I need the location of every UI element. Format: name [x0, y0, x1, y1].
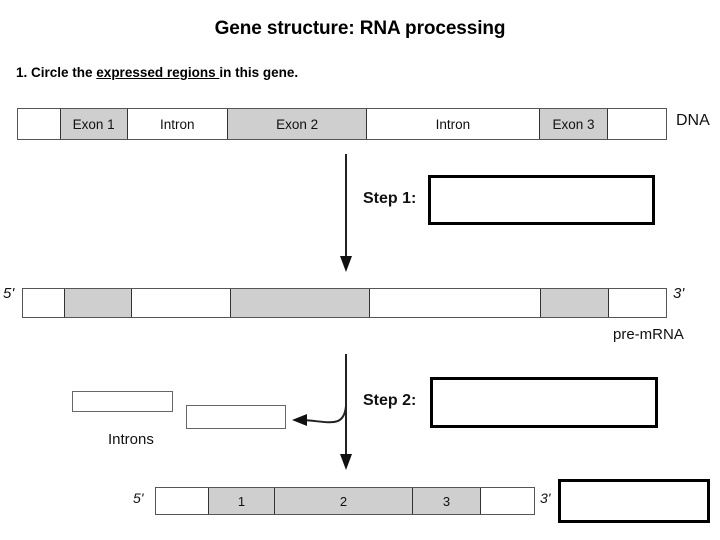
premrna-diagram-bar	[22, 288, 667, 318]
premrna-segment-intron-1[interactable]	[131, 289, 232, 317]
premrna-segment-exon-2[interactable]	[231, 289, 370, 317]
question-suffix: in this gene.	[219, 65, 299, 80]
dna-segment-intron-1[interactable]: Intron	[127, 109, 228, 139]
premrna-segment-utr-right[interactable]	[608, 289, 666, 317]
dna-segment-exon-2[interactable]: Exon 2	[227, 109, 368, 139]
premrna-three-prime-label: 3'	[673, 285, 685, 302]
mrna-three-prime-label: 3'	[540, 490, 551, 506]
premrna-segment-exon-3[interactable]	[540, 289, 609, 317]
mrna-segment-exon-3[interactable]: 3	[413, 488, 482, 514]
page-title: Gene structure: RNA processing	[214, 18, 506, 39]
premrna-segment-utr-left[interactable]	[23, 289, 66, 317]
dna-diagram-bar: Exon 1 Intron Exon 2 Intron Exon 3	[17, 108, 667, 140]
mrna-five-prime-label: 5'	[133, 490, 144, 506]
step-2-label: Step 2:	[363, 392, 417, 409]
mrna-segment-exon-1[interactable]: 1	[208, 488, 276, 514]
introns-label: Introns	[108, 431, 154, 448]
step-1-answer-box[interactable]	[428, 175, 655, 225]
mrna-segment-utr-right[interactable]	[481, 488, 534, 514]
premrna-bar-label: pre-mRNA	[613, 326, 684, 343]
mrna-segment-utr-left[interactable]	[156, 488, 209, 514]
dna-segment-exon-3[interactable]: Exon 3	[539, 109, 609, 139]
intron-box-1[interactable]	[72, 391, 173, 412]
dna-segment-intron-2[interactable]: Intron	[367, 109, 540, 139]
step-1-label: Step 1:	[363, 190, 417, 207]
dna-segment-utr-right[interactable]	[608, 109, 666, 139]
mrna-answer-box[interactable]	[558, 479, 710, 523]
intron-box-2[interactable]	[186, 405, 286, 429]
transcription-arrow-down	[340, 154, 352, 272]
premrna-segment-exon-1[interactable]	[65, 289, 132, 317]
dna-bar-label: DNA	[676, 112, 710, 129]
mrna-diagram-bar: 1 2 3	[155, 487, 535, 515]
mrna-segment-exon-2[interactable]: 2	[275, 488, 414, 514]
question-prompt: 1. Circle the expressed regions in this …	[16, 65, 298, 80]
question-prefix: 1. Circle the	[16, 65, 97, 80]
dna-segment-utr-left[interactable]	[18, 109, 61, 139]
step-2-answer-box[interactable]	[430, 377, 658, 428]
premrna-five-prime-label: 5'	[3, 285, 15, 302]
dna-segment-exon-1[interactable]: Exon 1	[60, 109, 128, 139]
premrna-segment-intron-2[interactable]	[369, 289, 541, 317]
splicing-arrow-group	[292, 354, 352, 470]
question-emphasis: expressed regions	[96, 65, 220, 80]
